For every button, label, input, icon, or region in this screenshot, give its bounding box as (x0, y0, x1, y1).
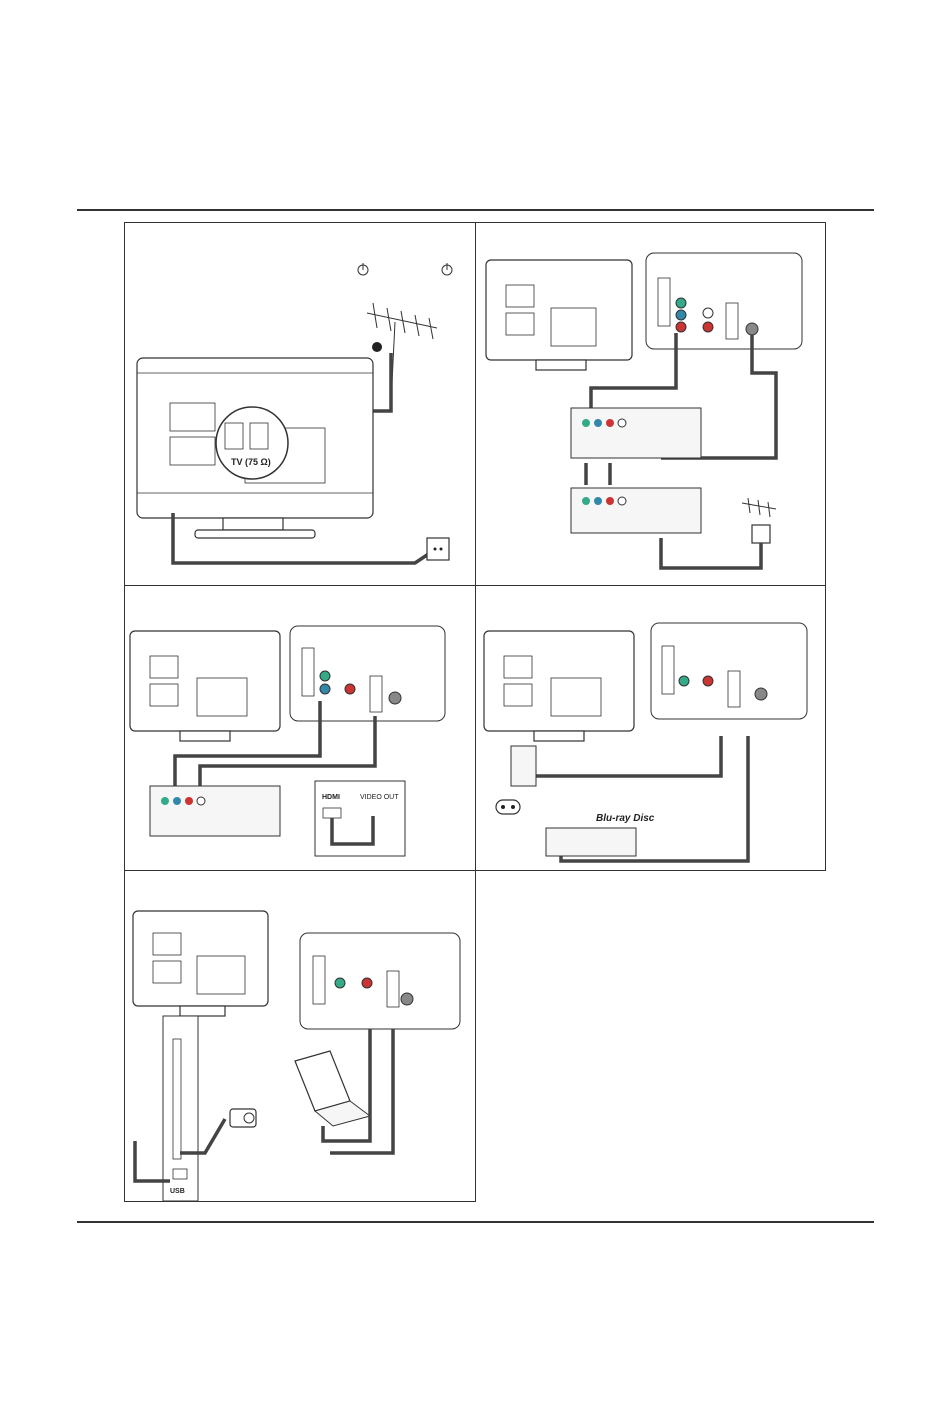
antenna-input-callout: TV (75 Ω) (216, 407, 288, 479)
bluray-logo-label: Blu-ray Disc (596, 813, 655, 824)
footer-rule (77, 1221, 874, 1223)
connection-diagram-grid: TV (75 Ω) (124, 222, 826, 1202)
laptop-icon (295, 1051, 370, 1126)
dvd-player (150, 786, 280, 836)
side-panel-callout: USB (163, 1016, 198, 1201)
diagram-usb-pc: USB (124, 870, 476, 1202)
diagram-component-hdmi-dvd: HDMI VIDEO OUT (124, 585, 476, 871)
diagram-component-settop (475, 222, 826, 586)
connector-panel-callout (290, 626, 445, 721)
hdmi-label: HDMI (322, 794, 340, 801)
tv-back-illustration (486, 260, 632, 370)
connector-panel-callout (300, 933, 460, 1029)
antenna-icon (367, 303, 437, 403)
tv-back-illustration (133, 911, 268, 1016)
usb-label: USB (170, 1188, 185, 1195)
bluray-logo-icon: Blu-ray Disc (596, 813, 655, 824)
connector-panel-callout (646, 253, 802, 349)
game-controller-icon (496, 800, 520, 814)
diagram-antenna-power: TV (75 Ω) (124, 222, 476, 586)
video-out-label: VIDEO OUT (360, 794, 399, 801)
set-top-box-2 (571, 488, 701, 533)
diagram-hdmi-console-bluray: Blu-ray Disc (475, 585, 826, 871)
hdmi-output-callout: HDMI VIDEO OUT (315, 781, 405, 856)
bluray-player (546, 828, 636, 856)
power-icon (358, 263, 368, 275)
tv-input-label: TV (75 Ω) (231, 457, 271, 467)
header-rule (77, 209, 874, 211)
camcorder-icon (230, 1109, 256, 1127)
antenna-icon (742, 498, 776, 543)
power-icon (442, 263, 452, 275)
tv-back-illustration (130, 631, 280, 741)
set-top-box-1 (571, 408, 701, 458)
game-console (511, 746, 536, 786)
connector-panel-callout (651, 623, 807, 719)
wall-outlet-icon (427, 538, 449, 560)
tv-back-illustration (484, 631, 634, 741)
